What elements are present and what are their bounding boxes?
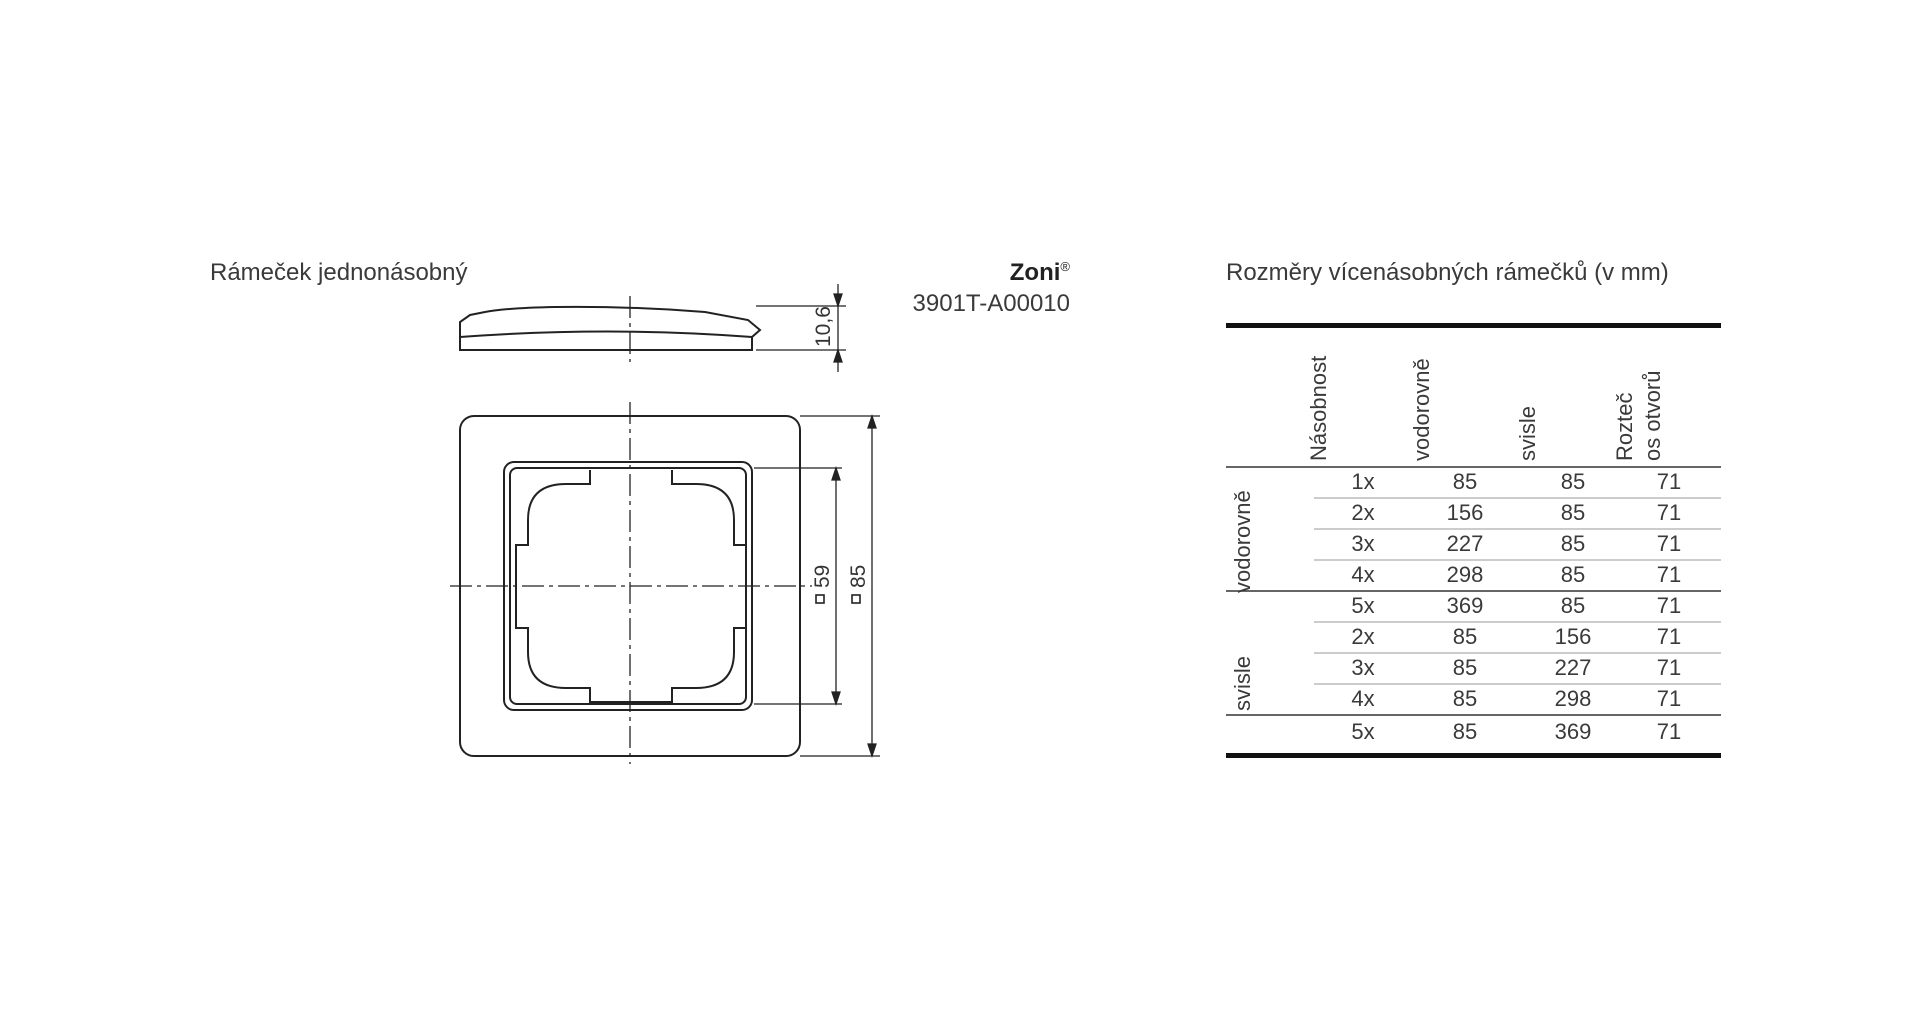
cell-vertical: 85 <box>1560 469 1586 494</box>
header-horizontal: vodorovně <box>1409 358 1434 461</box>
cell-pitch: 71 <box>1656 686 1682 711</box>
cell-multiplicity: 4x <box>1351 562 1375 587</box>
brand-text: Zoni <box>1009 259 1061 286</box>
cell-horizontal: 369 <box>1446 593 1484 618</box>
drawing-title: Rámeček jednonásobný <box>210 259 468 286</box>
dim-outer-label: 85 <box>847 565 870 588</box>
cell-horizontal: 85 <box>1452 655 1478 680</box>
cell-vertical: 298 <box>1554 686 1592 711</box>
cell-vertical: 85 <box>1560 531 1586 556</box>
cell-pitch: 71 <box>1656 500 1682 525</box>
cell-pitch: 71 <box>1656 562 1682 587</box>
cell-horizontal: 85 <box>1452 469 1478 494</box>
product-code: 3901T-A00010 <box>912 290 1070 317</box>
cell-horizontal: 85 <box>1452 719 1478 744</box>
cell-multiplicity: 5x <box>1351 719 1375 744</box>
frame-side-profile <box>459 305 762 351</box>
header-pitch-line2: os otvorů <box>1640 370 1665 462</box>
group-label-vertical: svisle <box>1230 655 1255 711</box>
cell-horizontal: 85 <box>1452 686 1478 711</box>
cell-horizontal: 156 <box>1446 500 1484 525</box>
brand-name: Zoni® <box>1010 259 1070 287</box>
cell-vertical: 369 <box>1554 719 1592 744</box>
dimensions-table: Násobnost vodorovně svisle Rozteč os otv… <box>1226 323 1721 759</box>
cell-multiplicity: 5x <box>1351 593 1375 618</box>
insert-outline <box>515 470 747 703</box>
cell-multiplicity: 3x <box>1351 531 1375 556</box>
cell-pitch: 71 <box>1656 624 1682 649</box>
square-symbol-inner <box>815 594 825 604</box>
cell-multiplicity: 3x <box>1351 655 1375 680</box>
group-label-horizontal: vodorovně <box>1230 490 1255 593</box>
header-pitch-line1: Rozteč <box>1612 392 1637 461</box>
cell-pitch: 71 <box>1656 655 1682 680</box>
cell-horizontal: 227 <box>1446 531 1484 556</box>
cell-vertical: 85 <box>1560 500 1586 525</box>
cell-horizontal: 85 <box>1452 624 1478 649</box>
cell-multiplicity: 2x <box>1351 500 1375 525</box>
cell-vertical: 227 <box>1554 655 1592 680</box>
cell-multiplicity: 2x <box>1351 624 1375 649</box>
registered-mark: ® <box>1060 259 1070 274</box>
cell-vertical: 85 <box>1560 593 1586 618</box>
dim-height-label: 10,6 <box>812 306 835 347</box>
cell-pitch: 71 <box>1656 469 1682 494</box>
cell-pitch: 71 <box>1656 593 1682 618</box>
square-symbol-outer <box>851 594 861 604</box>
cell-horizontal: 298 <box>1446 562 1484 587</box>
header-vertical: svisle <box>1515 405 1540 461</box>
cell-vertical: 85 <box>1560 562 1586 587</box>
dim-inner-label: 59 <box>811 565 834 588</box>
cell-multiplicity: 1x <box>1351 469 1375 494</box>
table-rules <box>1226 323 1721 758</box>
cell-pitch: 71 <box>1656 531 1682 556</box>
cell-pitch: 71 <box>1656 719 1682 744</box>
cell-vertical: 156 <box>1554 624 1592 649</box>
header-multiplicity: Násobnost <box>1306 355 1331 461</box>
table-title: Rozměry vícenásobných rámečků (v mm) <box>1226 259 1669 286</box>
cell-multiplicity: 4x <box>1351 686 1375 711</box>
